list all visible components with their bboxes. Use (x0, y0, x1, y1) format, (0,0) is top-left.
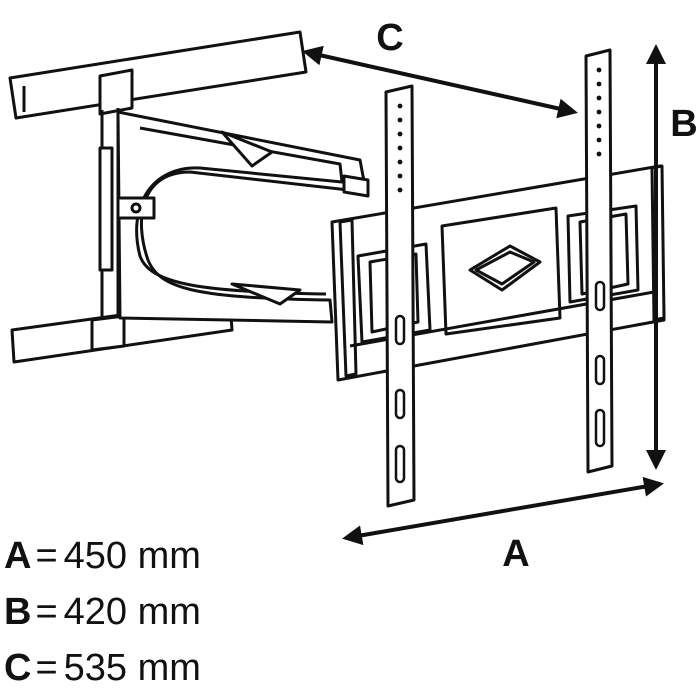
legend-letter-c: C (4, 647, 32, 689)
tv-bracket (330, 164, 666, 382)
dimension-label-c: C (376, 17, 403, 59)
arm-upper-cutout (220, 130, 274, 168)
legend-value-b: 420 mm (63, 591, 201, 633)
arm-pivot-bolt (130, 202, 142, 214)
rail-right (584, 48, 614, 474)
dimension-label-b: B (670, 103, 697, 145)
legend-letter-a: A (4, 535, 32, 577)
arm-inner-edge (135, 126, 344, 296)
wall-plate-hinge (98, 146, 114, 272)
vertical-rails (384, 48, 614, 508)
legend-value-c: 535 mm (63, 647, 201, 689)
legend-letter-b: B (4, 591, 32, 633)
wall-plate-top-clamp (98, 68, 134, 116)
legend-row-b: B=420 mm (4, 584, 324, 640)
legend-equals-b: = (35, 591, 58, 633)
rail-slots (394, 280, 606, 484)
legend-row-c: C=535 mm (4, 640, 324, 696)
wall-plate-bottom-clamp (90, 314, 126, 352)
legend-equals-a: = (35, 535, 58, 577)
bracket-left-edge (338, 218, 358, 378)
dimension-arrow-a (342, 476, 664, 546)
arm-lower-cutout (230, 282, 302, 306)
dimension-label-a: A (502, 533, 529, 575)
dimension-legend: A=450 mm B=420 mm C=535 mm (4, 528, 324, 696)
dimension-arrow-c (302, 45, 578, 119)
arm-tip-joint (342, 174, 370, 198)
wall-plate-top-bar (8, 30, 308, 120)
bracket-center-logo-inner (474, 250, 536, 286)
legend-equals-c: = (35, 647, 58, 689)
legend-row-a: A=450 mm (4, 528, 324, 584)
legend-value-a: 450 mm (63, 535, 201, 577)
articulating-arm (116, 110, 370, 324)
rail-right-holes (596, 67, 602, 157)
